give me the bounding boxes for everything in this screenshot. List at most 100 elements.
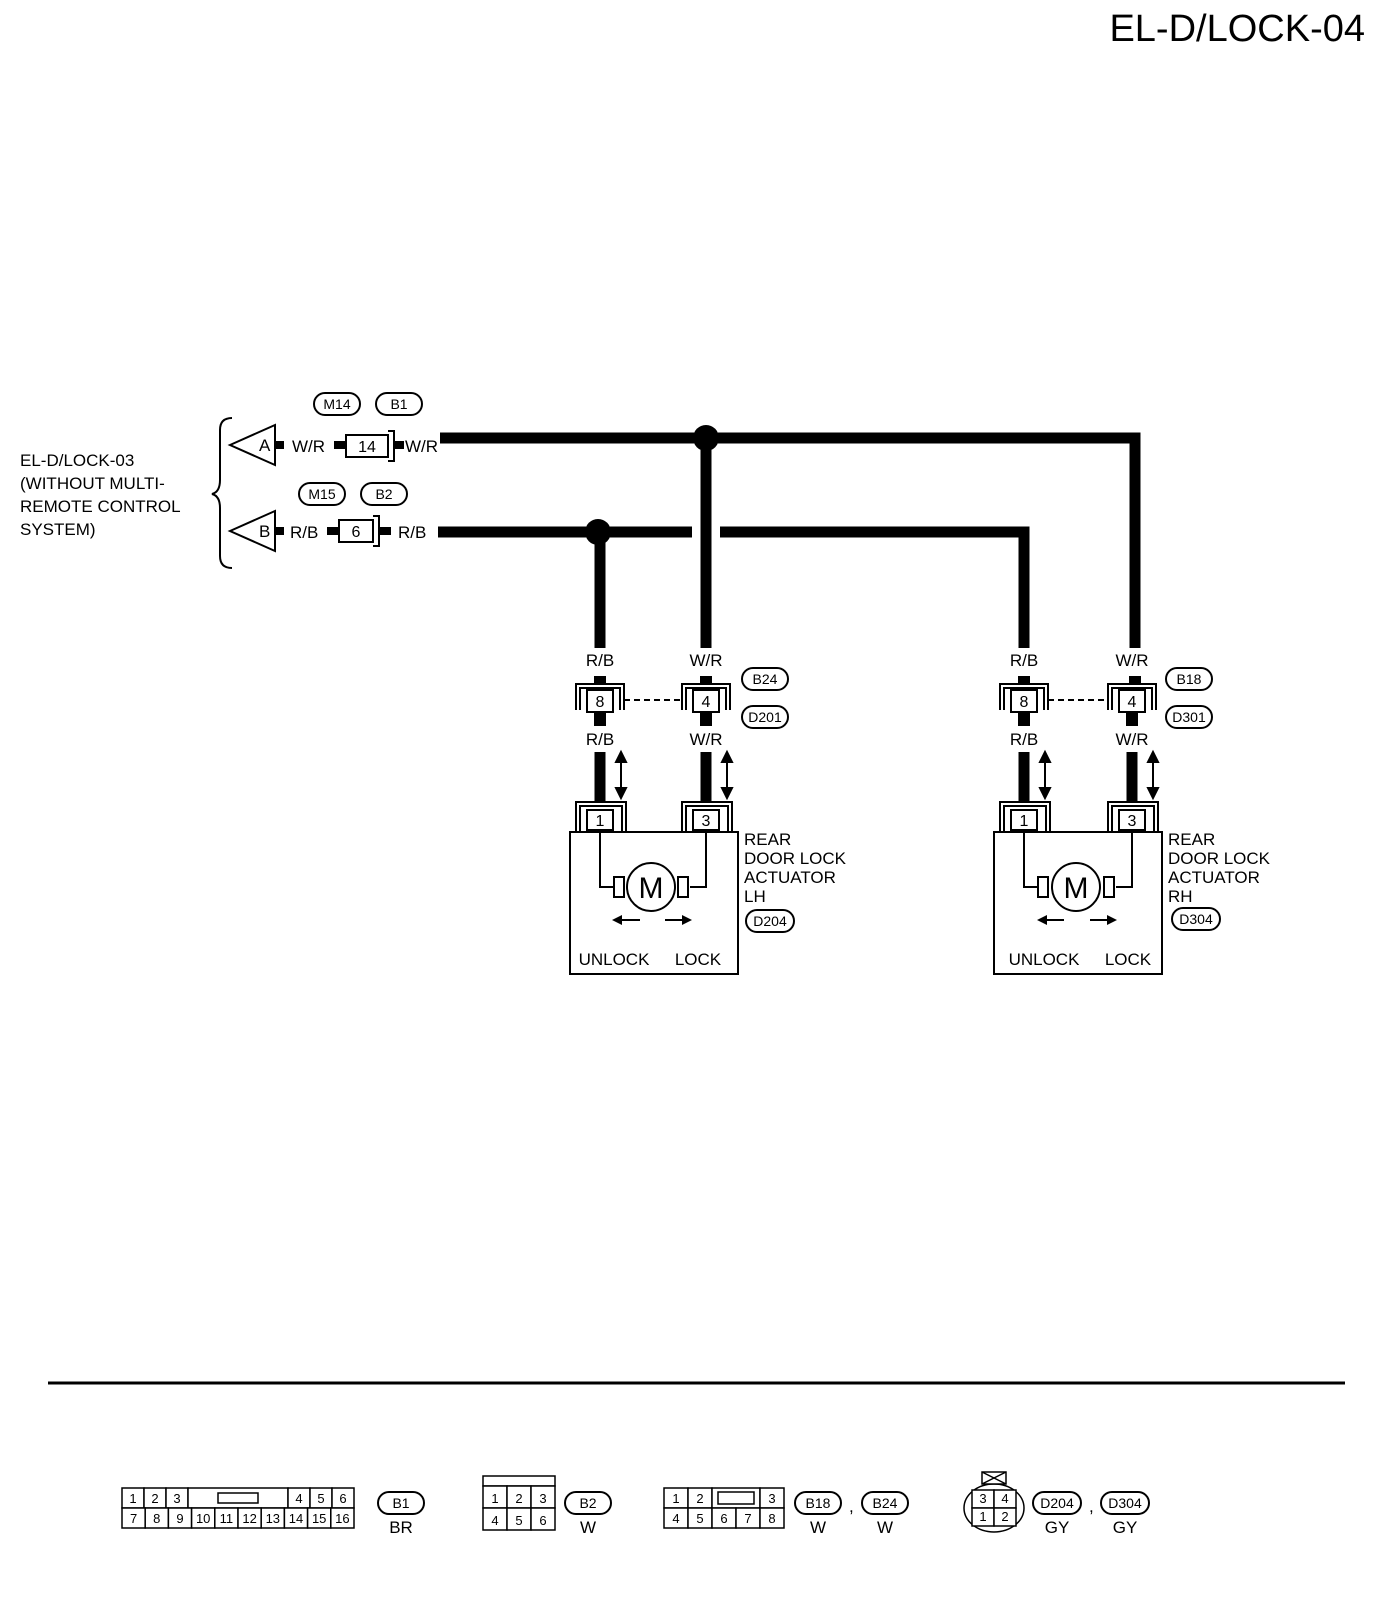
lh-joint-connector: R/B W/R 8 4 R/B W/R B24 D201	[575, 651, 789, 749]
connector-pin-4: 4	[702, 694, 711, 711]
pin-number: 2	[1001, 1509, 1008, 1524]
ref-badge-d201: D201	[741, 705, 789, 729]
splice-dot	[693, 425, 719, 451]
wire-color-label: R/B	[1010, 730, 1038, 749]
current-direction-arrows	[614, 749, 1160, 801]
pin-number: 3	[979, 1491, 986, 1506]
arrow-b-label: B	[259, 522, 270, 541]
pin-number: 1	[672, 1491, 679, 1506]
pin-number: 4	[672, 1511, 679, 1526]
lock-label: LOCK	[1105, 950, 1152, 969]
wire-color-label: W/R	[689, 730, 722, 749]
ref-text: B2	[579, 1495, 596, 1511]
wire-color-label: W/R	[405, 437, 438, 456]
pin-number: 2	[151, 1491, 158, 1506]
wire-color-label: W/R	[689, 651, 722, 670]
ref-text: B18	[806, 1495, 831, 1511]
wire-color-label: R/B	[290, 523, 318, 542]
wire-stub	[276, 527, 284, 535]
rh-joint-connector: R/B W/R 8 4 R/B W/R B18 D301	[999, 651, 1213, 749]
reference-line-4: SYSTEM)	[20, 520, 96, 539]
ref-text: B18	[1177, 671, 1202, 687]
ref-text: B24	[873, 1495, 898, 1511]
actuator-name-2: DOOR LOCK	[744, 849, 847, 868]
pin-number: 13	[266, 1511, 280, 1526]
pin-number: 6	[539, 1513, 546, 1528]
latch	[217, 1492, 259, 1504]
ref-text: M15	[308, 486, 335, 502]
connector-hood	[482, 1475, 556, 1487]
pin-number: 5	[696, 1511, 703, 1526]
unlock-label: UNLOCK	[579, 950, 651, 969]
ref-badge-m15: M15	[298, 482, 346, 506]
ref-badge-d304: D304	[1171, 907, 1221, 931]
ref-badge-b18-view: B18 W , B24 W	[794, 1491, 909, 1537]
ref-text: D301	[1172, 709, 1206, 725]
ref-text: D204	[753, 913, 787, 929]
motor-label: M	[639, 872, 664, 905]
wire-color-label: R/B	[586, 730, 614, 749]
wire-harness	[438, 425, 1141, 648]
color-code: GY	[1045, 1518, 1070, 1537]
ref-text: M14	[323, 396, 350, 412]
pin-number: 6	[720, 1511, 727, 1526]
connector-pin-8: 8	[596, 694, 605, 711]
wire-color-label: R/B	[586, 651, 614, 670]
pin-number: 3	[768, 1491, 775, 1506]
pin-cell	[993, 1507, 1017, 1527]
pin-number: 4	[295, 1491, 302, 1506]
wire-wr-rh	[718, 432, 1141, 648]
ref-badge-b2-view: B2 W	[564, 1491, 612, 1537]
wire-color-label: W/R	[292, 437, 325, 456]
motor-icon	[1051, 862, 1101, 912]
reference-line-3: REMOTE CONTROL	[20, 497, 181, 516]
motor-label: M	[1064, 872, 1089, 905]
ref-badge-d301: D301	[1165, 705, 1213, 729]
comma: ,	[1089, 1497, 1094, 1516]
pin-number: 8	[153, 1511, 160, 1526]
ref-text: B24	[753, 671, 778, 687]
reference-line-1: EL-D/LOCK-03	[20, 451, 134, 470]
pin-number: 6	[339, 1491, 346, 1506]
pin-number: 1	[979, 1509, 986, 1524]
arrow-a-label: A	[259, 436, 271, 455]
comma: ,	[849, 1497, 854, 1516]
unlock-label: UNLOCK	[1009, 950, 1081, 969]
connector-14: 14	[345, 430, 395, 462]
pin-number: 4	[1001, 1491, 1008, 1506]
ref-badge-b24: B24	[741, 667, 789, 691]
ref-text: D304	[1179, 911, 1213, 927]
reference-line-2: (WITHOUT MULTI-	[20, 474, 165, 493]
motor-icon	[626, 862, 676, 912]
actuator-name-1: REAR	[744, 830, 791, 849]
color-code: W	[810, 1518, 826, 1537]
connector-pin-8: 8	[1020, 694, 1029, 711]
connector-arrow-b: B	[227, 509, 276, 553]
latch	[717, 1491, 755, 1505]
actuator-pin-1: 1	[1020, 813, 1029, 830]
ref-badge-d204: D204	[745, 909, 795, 933]
pin-number: 12	[242, 1511, 256, 1526]
pin-number: 15	[312, 1511, 326, 1526]
pin-number: 9	[176, 1511, 183, 1526]
pin-number: 11	[220, 1511, 234, 1526]
actuator-lh: 1 3 M UNLOCK LOCK REAR DOOR LOCK ACTUATO…	[569, 801, 847, 975]
actuator-name-3: ACTUATOR	[1168, 868, 1260, 887]
pin-cell	[330, 1507, 355, 1529]
actuator-pin-1: 1	[596, 813, 605, 830]
actuator-pin-3: 3	[1128, 813, 1137, 830]
pin-number: 1	[491, 1491, 498, 1506]
wire-stub	[379, 527, 391, 535]
pin-cell	[759, 1507, 785, 1529]
connector-pin-6: 6	[352, 524, 361, 541]
pin-number: 3	[539, 1491, 546, 1506]
ref-text: D201	[748, 709, 782, 725]
pin-number: 2	[515, 1491, 522, 1506]
pin-number: 7	[744, 1511, 751, 1526]
ref-badge-b1-view: B1 BR	[377, 1491, 425, 1537]
wire-color-label: W/R	[1115, 730, 1148, 749]
